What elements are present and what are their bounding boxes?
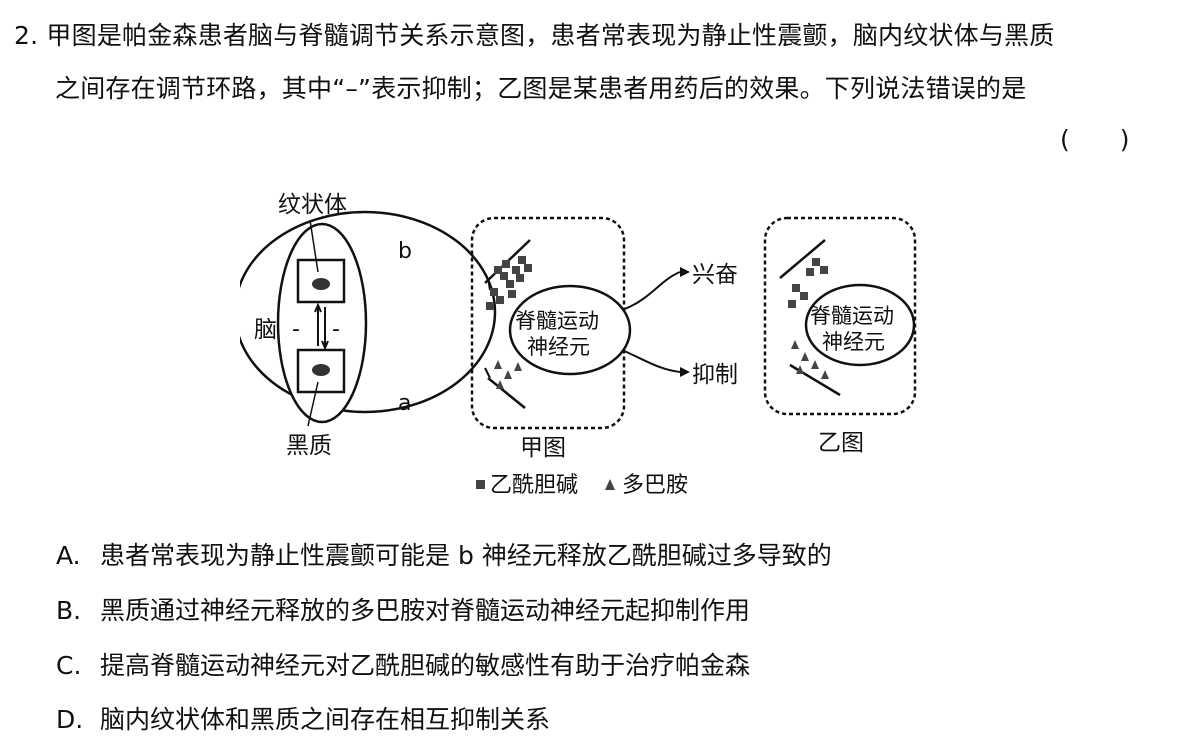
spinal-motor-neuron-yi — [804, 283, 916, 367]
minus-sign-right: - — [332, 317, 340, 342]
label-b: b — [398, 239, 412, 264]
option-c[interactable]: C. 提高脊髓运动神经元对乙酰胆碱的敏感性有助于治疗帕金森 — [56, 646, 750, 682]
neural-loop — [240, 210, 497, 414]
yi-panel-box — [763, 216, 917, 416]
label-striatum: 纹状体 — [278, 192, 347, 218]
dopamine-vesicles-yi — [791, 340, 829, 379]
legend-ach-marker — [476, 480, 485, 489]
acetylcholine-vesicles — [486, 256, 532, 310]
nigra-nucleus — [312, 364, 330, 376]
minus-sign-left: - — [292, 317, 300, 342]
stem-text-2: 之间存在调节环路，其中“–”表示抑制；乙图是某患者用药后的效果。下列说法错误的是 — [55, 74, 1027, 103]
neuron-label-yi: 脊髓运动神经元 — [810, 304, 894, 354]
stem-text-1: 甲图是帕金森患者脑与脊髓调节关系示意图，患者常表现为静止性震颤，脑内纹状体与黑质 — [46, 21, 1055, 50]
option-c-label: C. — [56, 651, 82, 680]
option-b-label: B. — [56, 596, 82, 625]
option-b[interactable]: B. 黑质通过神经元释放的多巴胺对脊髓运动神经元起抑制作用 — [56, 591, 750, 627]
legend-dopamine-marker — [605, 479, 615, 490]
option-d[interactable]: D. 脑内纹状体和黑质之间存在相互抑制关系 — [56, 700, 550, 736]
striatum-nucleus — [312, 278, 330, 290]
label-excite: 兴奋 — [692, 262, 738, 288]
answer-parentheses: ( ) — [1060, 125, 1130, 154]
legend-dopamine-text: 多巴胺 — [622, 473, 688, 498]
label-a: a — [398, 391, 411, 416]
option-d-text: 脑内纹状体和黑质之间存在相互抑制关系 — [100, 705, 551, 734]
label-brain: 脑 — [254, 317, 277, 343]
option-b-text: 黑质通过神经元释放的多巴胺对脊髓运动神经元起抑制作用 — [100, 596, 751, 625]
caption-jia: 甲图 — [520, 435, 566, 461]
acetylcholine-vesicles-yi — [788, 258, 828, 308]
question-number: 2. — [14, 21, 39, 50]
label-inhibit: 抑制 — [692, 362, 738, 388]
option-c-text: 提高脊髓运动神经元对乙酰胆碱的敏感性有助于治疗帕金森 — [100, 651, 751, 680]
label-substantia-nigra: 黑质 — [286, 433, 332, 459]
legend-ach-text: 乙酰胆碱 — [490, 473, 578, 498]
option-a-label: A. — [56, 541, 81, 570]
question-stem-line1: 2. 甲图是帕金森患者脑与脊髓调节关系示意图，患者常表现为静止性震颤，脑内纹状体… — [14, 16, 1054, 52]
diagram: - - 纹状体 脑 黑质 b a 脊髓运动神经元 兴奋 抑制 甲图 脊髓运动神经… — [240, 192, 917, 498]
option-a[interactable]: A. 患者常表现为静止性震颤可能是 b 神经元释放乙酰胆碱过多导致的 — [56, 536, 832, 572]
neuron-label-jia: 脊髓运动神经元 — [515, 309, 599, 359]
option-d-label: D. — [56, 705, 84, 734]
dopamine-vesicles — [494, 360, 522, 389]
option-a-text: 患者常表现为静止性震颤可能是 b 神经元释放乙酰胆碱过多导致的 — [100, 541, 832, 570]
caption-yi: 乙图 — [818, 430, 864, 456]
spinal-motor-neuron-jia — [508, 284, 632, 376]
